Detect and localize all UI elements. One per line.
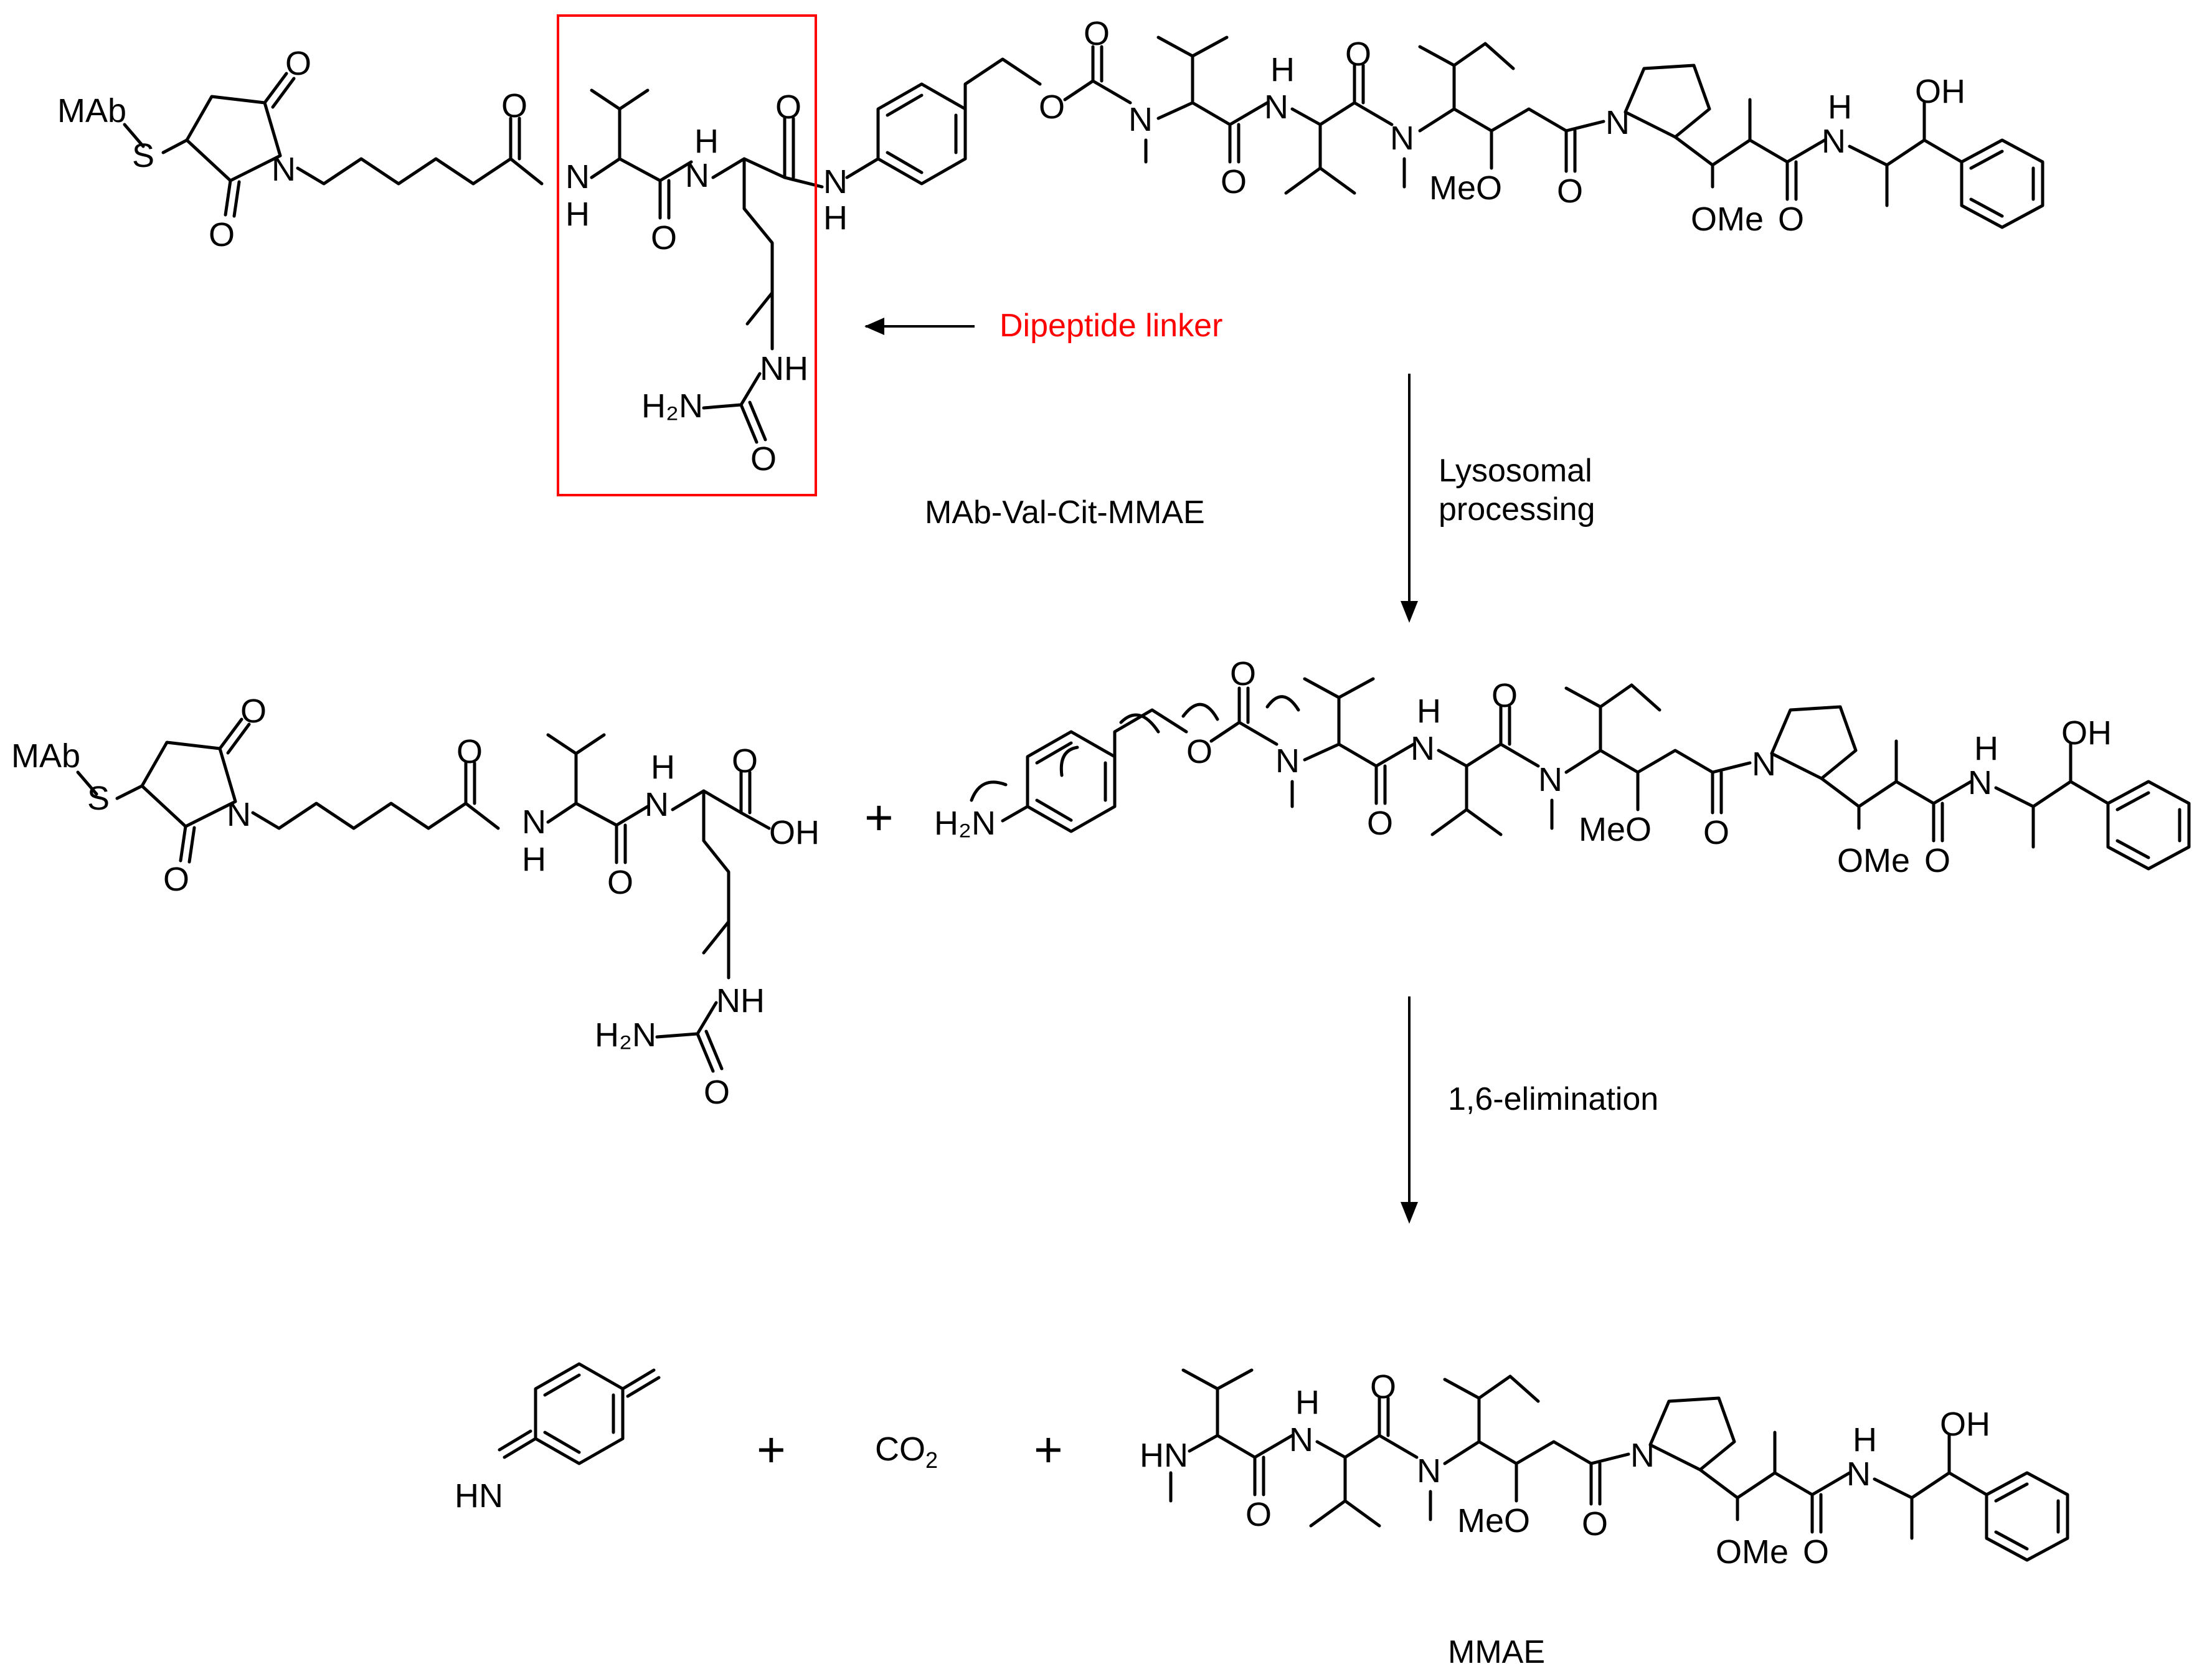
nitrogen-atom: N	[1289, 1421, 1313, 1459]
nitrogen-atom: N	[565, 158, 590, 196]
hydroxyl-group: OH	[1940, 1406, 1990, 1443]
plus-sign: +	[864, 790, 894, 845]
hydrogen-atom: H	[651, 749, 675, 786]
oxygen-atom: O	[1370, 1368, 1396, 1406]
product-name-label: MMAE	[1448, 1634, 1545, 1670]
conjugate-name-label: MAb-Val-Cit-MMAE	[925, 494, 1205, 531]
nitrogen-atom: N	[1968, 764, 1992, 802]
oxygen-atom: O	[1557, 173, 1583, 210]
step1-label-line2: processing	[1439, 491, 1595, 527]
oxygen-atom: O	[1803, 1533, 1829, 1571]
nitrogen-atom: N	[823, 163, 848, 201]
oxygen-atom: O	[163, 861, 189, 898]
dipeptide-linker-label: Dipeptide linker	[1000, 308, 1222, 344]
oxygen-atom: O	[501, 87, 527, 125]
nitrogen-atom: N	[1538, 761, 1562, 798]
conjugate-structure: MAb S O O N O N H O H N O NH	[57, 15, 2044, 478]
oxygen-atom: O	[1186, 733, 1212, 770]
sulfur-atom: S	[132, 137, 154, 174]
hydrogen-atom: H	[522, 841, 546, 878]
plus-sign: +	[1034, 1422, 1063, 1477]
hydrogen-atom: H	[1974, 730, 1998, 767]
aza-quinone-methide-structure: HN	[455, 1362, 661, 1515]
step2-arrowhead	[1401, 1202, 1418, 1224]
nitrogen-atom: N	[272, 151, 296, 188]
co2-label: CO2	[875, 1431, 938, 1473]
imine-group: HN	[455, 1477, 503, 1515]
oxygen-atom: O	[1491, 677, 1518, 714]
oxygen-atom: O	[1367, 805, 1393, 842]
methoxy-group: OMe	[1837, 842, 1910, 879]
nitrogen-atom: N	[1411, 730, 1435, 767]
oxygen-atom: O	[1245, 1496, 1272, 1533]
mab-label: MAb	[11, 737, 80, 775]
hydrogen-atom: H	[1270, 51, 1295, 88]
plus-sign: +	[757, 1422, 786, 1477]
oxygen-atom: O	[704, 1074, 730, 1111]
oxygen-atom: O	[1778, 201, 1804, 238]
nitrogen-atom: N	[1275, 742, 1300, 780]
nitrogen-atom: N	[645, 786, 669, 823]
hydroxyl-group: OH	[769, 814, 820, 851]
amine-group: H₂N	[934, 805, 996, 842]
oxygen-atom: O	[1345, 35, 1371, 73]
mmae-structure: HN O H N O N MeO O N OMe	[1140, 1368, 2069, 1571]
hydroxyl-group: OH	[1915, 73, 1965, 110]
oxygen-atom: O	[732, 742, 758, 780]
linker-pointer-arrowhead	[864, 318, 884, 335]
nitrogen-atom: N	[1390, 120, 1414, 157]
hydroxyl-group: OH	[2061, 714, 2112, 752]
step1-arrowhead	[1401, 601, 1418, 623]
oxygen-atom: O	[1084, 15, 1110, 52]
amine-group: H₂N	[595, 1016, 656, 1054]
nitrogen-atom: N	[1264, 88, 1288, 126]
oxygen-atom: O	[651, 219, 677, 257]
nitrogen-atom: N	[1417, 1452, 1441, 1490]
nitrogen-atom: N	[1822, 123, 1846, 160]
pabc-mmae-intermediate: H₂N O O N O H N O N	[934, 655, 2191, 879]
oxygen-atom: O	[607, 864, 633, 901]
methoxy-group: MeO	[1429, 169, 1502, 207]
methoxy-group: OMe	[1716, 1533, 1789, 1571]
methoxy-group: OMe	[1691, 201, 1764, 238]
nitrogen-atom: N	[1846, 1455, 1871, 1493]
oxygen-atom: O	[1039, 88, 1065, 126]
nitrogen-atom: N	[522, 803, 546, 841]
methoxy-group: MeO	[1457, 1502, 1530, 1539]
hydrogen-atom: H	[1295, 1384, 1320, 1421]
oxygen-atom: O	[285, 45, 311, 82]
oxygen-atom: O	[750, 440, 777, 478]
dipeptide-linker-box	[557, 14, 817, 496]
nitrogen-atom: N	[1128, 101, 1153, 138]
nitrogen-atom: N	[685, 157, 709, 194]
nitrogen-atom: NH	[716, 982, 765, 1019]
hydrogen-atom: H	[1417, 693, 1441, 730]
hydrogen-atom: H	[1853, 1421, 1877, 1459]
oxygen-atom: O	[240, 693, 267, 730]
oxygen-atom: O	[456, 733, 483, 770]
co2-main: CO	[875, 1431, 925, 1468]
hydrogen-atom: H	[1828, 88, 1852, 126]
amine-group: H₂N	[641, 387, 703, 425]
hydrogen-atom: H	[694, 123, 719, 160]
oxygen-atom: O	[209, 216, 235, 253]
nitrogen-atom: NH	[760, 350, 808, 387]
oxygen-atom: O	[1230, 655, 1256, 693]
oxygen-atom: O	[1221, 163, 1247, 201]
co2-subscript: 2	[925, 1447, 938, 1473]
amine-group: HN	[1140, 1437, 1188, 1474]
nitrogen-atom: N	[227, 796, 251, 833]
oxygen-atom: O	[1582, 1505, 1608, 1543]
step1-label-line1: Lysosomal	[1439, 453, 1592, 489]
hydrogen-atom: H	[823, 199, 848, 237]
linker-fragment-structure: MAb S O O N O N H O H N O OH NH	[11, 693, 820, 1111]
methoxy-group: MeO	[1579, 811, 1652, 848]
oxygen-atom: O	[775, 88, 801, 126]
oxygen-atom: O	[1703, 814, 1729, 851]
mab-label: MAb	[57, 92, 126, 130]
hydrogen-atom: H	[565, 196, 590, 233]
step2-label: 1,6-elimination	[1448, 1081, 1658, 1117]
oxygen-atom: O	[1924, 842, 1950, 879]
